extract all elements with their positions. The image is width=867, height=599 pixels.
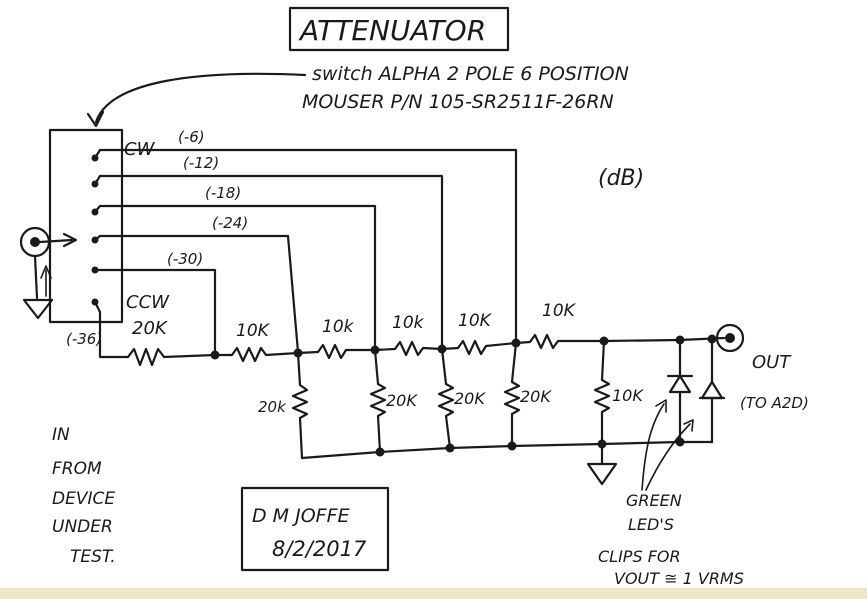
position-label-6: (-36) [66, 330, 102, 348]
led-1-symbol [668, 374, 692, 394]
shunt-resistor-4 [503, 341, 521, 448]
shunt-resistor-4-label: 20K [520, 387, 552, 406]
switch-desc-line2: MOUSER P/N 105-SR2511F-26RN [302, 91, 614, 113]
series-resistor-4-label: 10K [458, 311, 493, 331]
position-label-1: (-6) [178, 128, 205, 146]
shunt-resistor-5-label: 10K [612, 386, 644, 405]
switch-desc-line1: switch ALPHA 2 POLE 6 POSITION [312, 63, 629, 85]
wire-tap-4 [93, 234, 300, 354]
shunt-resistor-2-label: 20K [386, 391, 418, 410]
series-resistor-input-label: 20K [132, 318, 168, 339]
series-resistor-2-label: 10k [322, 317, 355, 337]
ground-arrowhead [40, 265, 52, 279]
position-label-3: (-18) [205, 184, 241, 202]
led-note-arrow-1 [641, 403, 665, 491]
input-label-1: IN [52, 425, 70, 445]
rotary-switch-body [48, 128, 124, 324]
shunt-resistor-1 [291, 351, 309, 460]
shunt-resistor-3-label: 20K [454, 389, 486, 408]
signature-date: 8/2/2017 [272, 537, 367, 561]
series-resistor-5 [514, 333, 726, 350]
position-label-2: (-12) [183, 154, 219, 172]
led-note-arrow-2 [645, 423, 691, 491]
led-note-line3: CLIPS FOR [598, 547, 681, 566]
input-wire [38, 238, 74, 244]
led-note-line2: LED'S [628, 515, 674, 534]
series-resistor-1-label: 10K [236, 321, 271, 341]
series-resistor-3 [373, 340, 444, 357]
series-resistor-2 [296, 343, 377, 360]
title-box [288, 6, 510, 52]
led-note-arrowhead-2 [683, 419, 694, 432]
led-note-arrowhead-1 [655, 399, 667, 413]
led-2-symbol [700, 380, 724, 400]
series-resistor-4 [440, 339, 518, 356]
shunt-resistor-3 [437, 347, 455, 450]
wire-tap-5 [93, 268, 217, 357]
led-note-line4: VOUT ≅ 1 VRMS [614, 569, 744, 588]
output-label: OUT [752, 352, 792, 373]
input-label-3: DEVICE [52, 489, 115, 509]
input-arrowhead [62, 232, 78, 248]
output-jack-center [725, 333, 735, 343]
wire-tap-2 [93, 174, 444, 352]
led-note-line1: GREEN [626, 491, 682, 510]
series-resistor-input [126, 347, 217, 367]
series-resistor-1 [213, 346, 300, 363]
shunt-resistor-2 [369, 348, 387, 454]
title: ATTENUATOR [298, 14, 486, 47]
output-dest-label: (TO A2D) [740, 394, 809, 412]
callout-arrow [94, 72, 307, 124]
ground-junction-3 [507, 441, 517, 451]
series-resistor-5-label: 10K [542, 301, 577, 321]
wire-tap-6 [93, 300, 130, 359]
signature-name: D M JOFFE [252, 505, 350, 527]
ground-junction-2 [445, 443, 455, 453]
output-jack [715, 323, 745, 353]
callout-arrowhead [86, 110, 105, 128]
input-label-2: FROM [52, 459, 102, 479]
input-ground-symbol [22, 298, 54, 320]
ground-junction-1 [375, 447, 385, 457]
input-jack-center [30, 237, 40, 247]
shunt-resistor-1-label: 20k [258, 398, 287, 416]
units-label: (dB) [598, 166, 644, 191]
input-label-4: UNDER [52, 517, 113, 537]
wire-tap-1 [93, 148, 518, 344]
position-label-5: (-30) [167, 250, 203, 268]
output-ground-symbol [586, 462, 618, 486]
position-label-4: (-24) [212, 214, 248, 232]
junction-1 [210, 350, 220, 360]
signature-box [240, 486, 390, 572]
input-ground-wire [33, 254, 39, 300]
series-resistor-3-label: 10k [392, 313, 425, 333]
bottom-border-band [0, 588, 867, 599]
shunt-resistor-5 [593, 339, 611, 446]
ground-rail [300, 440, 714, 460]
input-label-5: TEST. [70, 547, 116, 567]
switch-ccw-label: CCW [126, 292, 170, 313]
wire-tap-3 [93, 204, 377, 352]
